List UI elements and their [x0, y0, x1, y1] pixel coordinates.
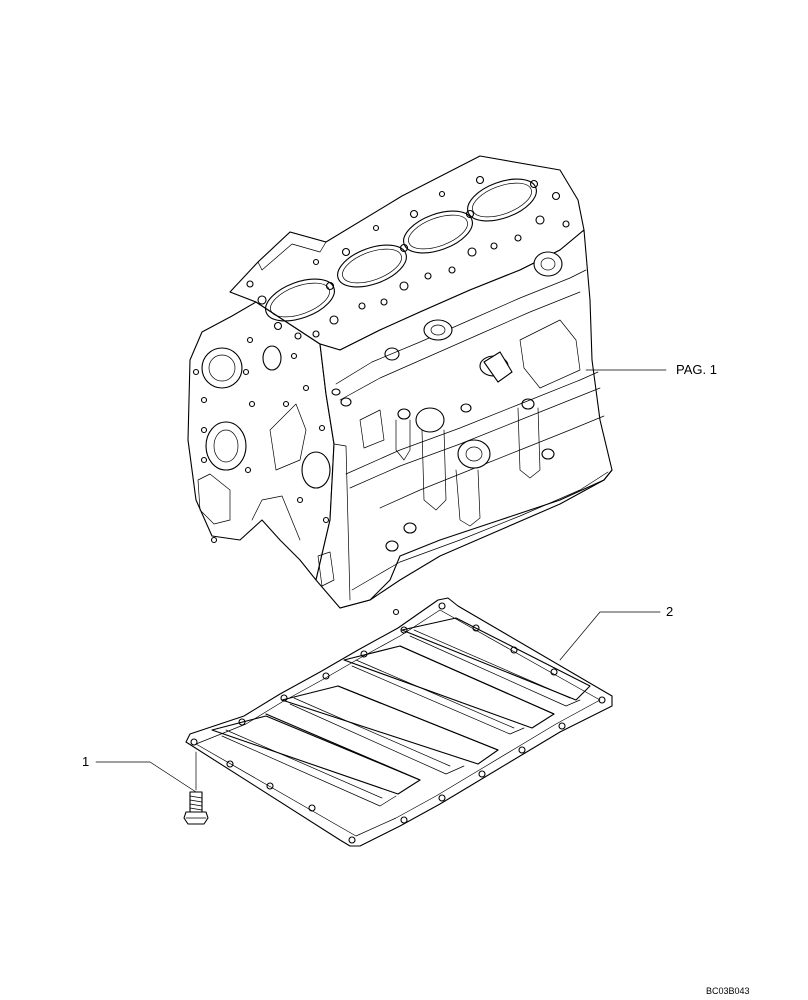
oil-pan-gasket-icon — [185, 597, 613, 847]
screw-icon — [183, 751, 209, 825]
leader-lines — [95, 369, 667, 793]
callout-number-1: 1 — [82, 754, 90, 769]
drawing-reference-code: BC03B043 — [706, 986, 750, 996]
leader-1 — [95, 761, 197, 793]
engine-block-icon — [187, 155, 613, 609]
callout-number-2: 2 — [666, 604, 674, 619]
reference-callout-page: PAG. 1 — [676, 362, 717, 377]
leader-2 — [559, 611, 661, 661]
